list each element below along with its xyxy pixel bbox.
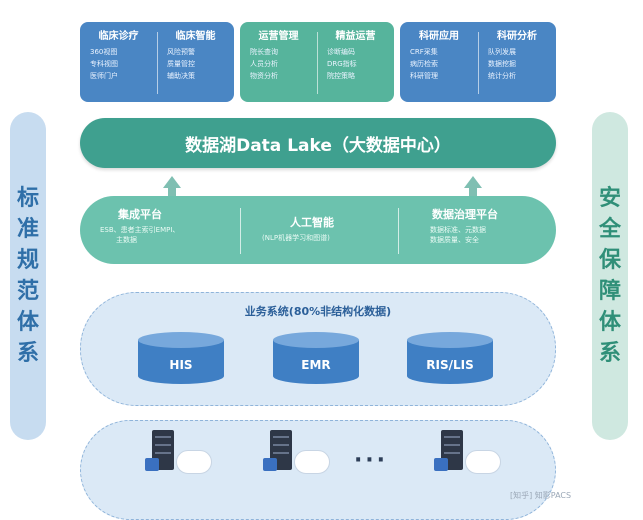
pillar-char: 系 xyxy=(598,341,621,366)
platform-desc: ESB、患者主索引EMPI、 xyxy=(100,226,180,234)
arrow-stem xyxy=(168,187,176,197)
column-item: 人员分析 xyxy=(250,60,278,68)
lock-icon xyxy=(434,458,448,471)
pillar-char: 体 xyxy=(598,310,621,335)
column-item: 队列发展 xyxy=(488,48,516,56)
column-title: 临床智能 xyxy=(175,31,216,42)
cloud-icon xyxy=(176,450,212,474)
platform-desc: 数据质量、安全 xyxy=(430,236,479,244)
research-group: 科研应用 CRF采集 病历检索 科研管理 科研分析 队列发展 数据挖掘 统计分析 xyxy=(400,22,556,102)
group-column: 科研分析 队列发展 数据挖掘 统计分析 xyxy=(478,22,556,102)
column-item: 医师门户 xyxy=(90,72,118,80)
column-title: 科研应用 xyxy=(419,31,459,42)
pillar-char: 标 xyxy=(16,186,39,211)
database-top xyxy=(407,332,493,348)
platform-desc: 数据标准、元数据 xyxy=(430,226,486,234)
column-item: 院长查询 xyxy=(250,48,278,56)
pillar-char: 全 xyxy=(598,217,621,242)
more-ellipsis: ··· xyxy=(353,448,389,473)
platform-title: 人工智能 xyxy=(290,216,334,229)
group-column: 临床诊疗 360视图 专科视图 医师门户 xyxy=(80,22,157,102)
watermark: [知乎] 知影PACS xyxy=(510,491,572,500)
database-label: HIS xyxy=(169,358,193,372)
column-item: 统计分析 xyxy=(488,72,516,80)
column-item: 科研管理 xyxy=(410,72,438,80)
platform-band xyxy=(80,196,556,264)
column-item: 辅助决策 xyxy=(167,72,195,80)
column-item: CRF采集 xyxy=(410,48,438,56)
arrow-stem xyxy=(469,187,477,197)
pillar-char: 保 xyxy=(598,248,621,273)
pillar-char: 安 xyxy=(598,186,621,211)
pillar-char: 系 xyxy=(16,341,39,366)
up-arrow-icon xyxy=(163,176,181,188)
platform-divider xyxy=(240,208,241,254)
column-item: DRG指标 xyxy=(327,60,357,68)
pillar-char: 体 xyxy=(16,310,39,335)
platform-desc: (NLP机器学习和图谱) xyxy=(262,234,330,242)
up-arrow-icon xyxy=(464,176,482,188)
database-top xyxy=(273,332,359,348)
clinical-group: 临床诊疗 360视图 专科视图 医师门户 临床智能 风险预警 质量管控 辅助决策 xyxy=(80,22,234,102)
column-title: 精益运营 xyxy=(335,31,376,42)
pillar-char: 障 xyxy=(598,279,621,304)
group-column: 精益运营 诊断编码 DRG指标 院控策略 xyxy=(317,22,394,102)
group-column: 临床智能 风险预警 质量管控 辅助决策 xyxy=(157,22,234,102)
lock-icon xyxy=(263,458,277,471)
pillar-char: 准 xyxy=(16,217,39,242)
column-item: 数据挖掘 xyxy=(488,60,516,68)
standards-system-pillar: 标 准 规 范 体 系 xyxy=(10,112,46,440)
business-systems-title: 业务系统(80%非结构化数据) xyxy=(244,305,392,318)
ris-lis-database: RIS/LIS xyxy=(407,332,493,392)
column-item: 病历检索 xyxy=(410,60,438,68)
cloud-icon xyxy=(294,450,330,474)
column-title: 临床诊疗 xyxy=(98,31,139,42)
database-label: RIS/LIS xyxy=(426,358,474,372)
group-column: 运营管理 院长查询 人员分析 物资分析 xyxy=(240,22,317,102)
column-title: 科研分析 xyxy=(497,31,537,42)
platform-title: 集成平台 xyxy=(118,208,162,221)
column-title: 运营管理 xyxy=(258,31,299,42)
platform-desc: 主数据 xyxy=(116,236,137,244)
his-database: HIS xyxy=(138,332,224,392)
platform-divider xyxy=(398,208,399,254)
emr-database: EMR xyxy=(273,332,359,392)
cloud-icon xyxy=(465,450,501,474)
security-system-pillar: 安 全 保 障 体 系 xyxy=(592,112,628,440)
column-item: 诊断编码 xyxy=(327,48,355,56)
column-item: 院控策略 xyxy=(327,72,355,80)
lock-icon xyxy=(145,458,159,471)
group-column: 科研应用 CRF采集 病历检索 科研管理 xyxy=(400,22,478,102)
database-label: EMR xyxy=(301,358,331,372)
column-divider xyxy=(478,32,479,94)
data-lake-bar: 数据湖Data Lake（大数据中心） xyxy=(80,118,556,168)
column-item: 质量管控 xyxy=(167,60,195,68)
operations-group: 运营管理 院长查询 人员分析 物资分析 精益运营 诊断编码 DRG指标 院控策略 xyxy=(240,22,394,102)
column-item: 风险预警 xyxy=(167,48,195,56)
column-divider xyxy=(317,32,318,94)
database-top xyxy=(138,332,224,348)
column-item: 物资分析 xyxy=(250,72,278,80)
column-item: 专科视图 xyxy=(90,60,118,68)
pillar-char: 范 xyxy=(16,279,39,304)
column-item: 360视图 xyxy=(90,48,118,56)
pillar-char: 规 xyxy=(16,248,39,273)
column-divider xyxy=(157,32,158,94)
platform-title: 数据治理平台 xyxy=(432,208,498,221)
